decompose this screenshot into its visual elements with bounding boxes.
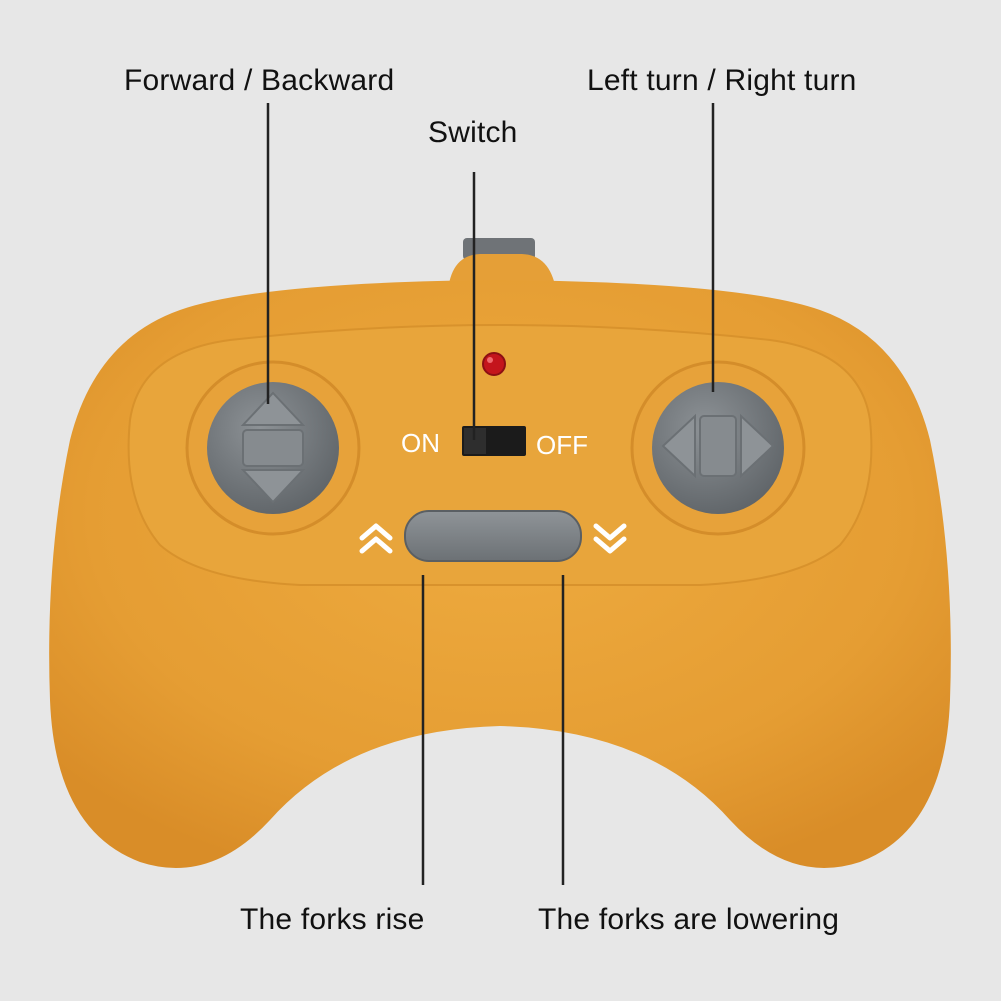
label-forks-rise: The forks rise (240, 903, 425, 936)
up-down-arrows-icon (240, 391, 306, 504)
double-chevron-down-icon (593, 523, 627, 554)
label-forward-backward: Forward / Backward (124, 64, 395, 97)
double-chevron-up-icon (359, 523, 393, 554)
power-led-icon (482, 352, 506, 376)
label-forks-lowering: The forks are lowering (538, 903, 840, 936)
label-switch: Switch (428, 116, 518, 149)
label-left-right-turn: Left turn / Right turn (587, 64, 857, 97)
left-right-arrows-icon (661, 413, 775, 479)
switch-off-label: OFF (536, 430, 588, 460)
switch-on-label: ON (401, 428, 440, 458)
fork-control-button[interactable] (404, 510, 582, 562)
leader-lines (266, 103, 715, 885)
